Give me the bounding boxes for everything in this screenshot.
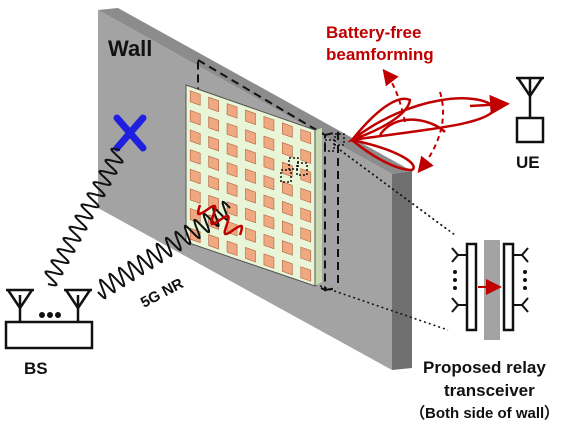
antenna-patch xyxy=(263,253,275,269)
antenna-patch xyxy=(208,96,219,113)
antenna-patch xyxy=(189,109,201,126)
wall-top-face xyxy=(98,8,412,174)
beamforming-label-2: beamforming xyxy=(326,45,434,64)
steer-arrow-up xyxy=(382,68,406,123)
antenna-patch xyxy=(282,181,293,197)
antenna-patch xyxy=(263,135,275,152)
relay-right-board xyxy=(502,242,515,332)
relay-detail xyxy=(451,240,529,340)
antenna-patch xyxy=(208,136,219,152)
nr-wave xyxy=(97,200,231,300)
relay-label-2: transceiver xyxy=(444,381,535,400)
beam-arrow-ue xyxy=(469,94,510,115)
relay-left-board xyxy=(465,242,478,332)
antenna-patch xyxy=(282,259,293,276)
wall-label: Wall xyxy=(108,36,152,61)
blocked-path-x-icon xyxy=(113,114,147,152)
antenna-patch xyxy=(189,149,201,165)
bs-label: BS xyxy=(24,359,48,378)
wall-right-face xyxy=(392,171,412,370)
antenna-patch xyxy=(263,116,275,132)
antenna-patch xyxy=(245,227,256,243)
beamforming-label-1: Battery-free xyxy=(326,23,421,42)
antenna-patch xyxy=(300,266,312,282)
antenna-patch xyxy=(263,174,275,191)
relay-dots xyxy=(453,270,527,290)
antenna-patch xyxy=(300,207,312,223)
reflected-wave xyxy=(196,204,244,236)
antenna-patch xyxy=(245,168,256,184)
antenna-patch xyxy=(300,148,312,164)
antenna-patch xyxy=(282,200,293,217)
antenna-patch xyxy=(282,122,293,138)
antenna-patch xyxy=(189,129,201,145)
antenna-patch xyxy=(226,122,238,139)
antenna-panel xyxy=(185,84,322,287)
direct-wave xyxy=(44,147,124,287)
antenna-patch xyxy=(300,227,312,243)
antenna-patch xyxy=(189,168,201,185)
relay-label-1: Proposed relay xyxy=(423,358,546,377)
ue-antenna-icon xyxy=(515,76,545,144)
patch-grid xyxy=(189,90,312,282)
antenna-patch xyxy=(245,109,256,125)
antenna-patch xyxy=(226,142,238,158)
bs-antenna-array-icon xyxy=(4,288,94,350)
antenna-patch xyxy=(263,233,275,250)
antenna-patch xyxy=(300,246,312,263)
antenna-patch xyxy=(282,220,293,236)
antenna-patch xyxy=(208,175,219,191)
ue-label: UE xyxy=(516,153,540,172)
panel-board xyxy=(185,84,316,287)
antenna-patch xyxy=(208,234,219,250)
antenna-patch xyxy=(263,194,275,210)
antenna-patch xyxy=(245,247,256,263)
antenna-patch xyxy=(263,214,275,230)
relay-antennas xyxy=(451,247,529,313)
antenna-patch xyxy=(226,103,238,119)
antenna-patch xyxy=(300,128,312,145)
antenna-patch xyxy=(226,240,238,256)
relay-label-3: （Both side of wall） xyxy=(410,404,559,422)
antenna-patch xyxy=(226,201,238,217)
antenna-patch xyxy=(189,90,201,106)
antenna-patch xyxy=(226,162,238,178)
antenna-patch xyxy=(245,207,256,224)
antenna-patch xyxy=(300,187,312,204)
antenna-patch xyxy=(263,155,275,171)
antenna-patch xyxy=(208,116,219,132)
antenna-patch xyxy=(245,148,256,165)
antenna-patch xyxy=(245,129,256,145)
callout-lines xyxy=(319,149,456,331)
antenna-patch xyxy=(208,155,219,172)
antenna-patch xyxy=(226,181,238,198)
antenna-patch xyxy=(282,240,293,256)
antenna-patch xyxy=(245,188,256,204)
antenna-patch xyxy=(189,188,201,204)
link-label: 5G NR xyxy=(138,275,187,312)
steer-arrow-down xyxy=(417,91,444,174)
panel-edge xyxy=(315,128,322,286)
relay-wall-slice xyxy=(484,240,500,340)
antenna-patch xyxy=(282,142,293,158)
dotted-elements xyxy=(280,133,345,183)
bs-dots xyxy=(39,312,61,318)
